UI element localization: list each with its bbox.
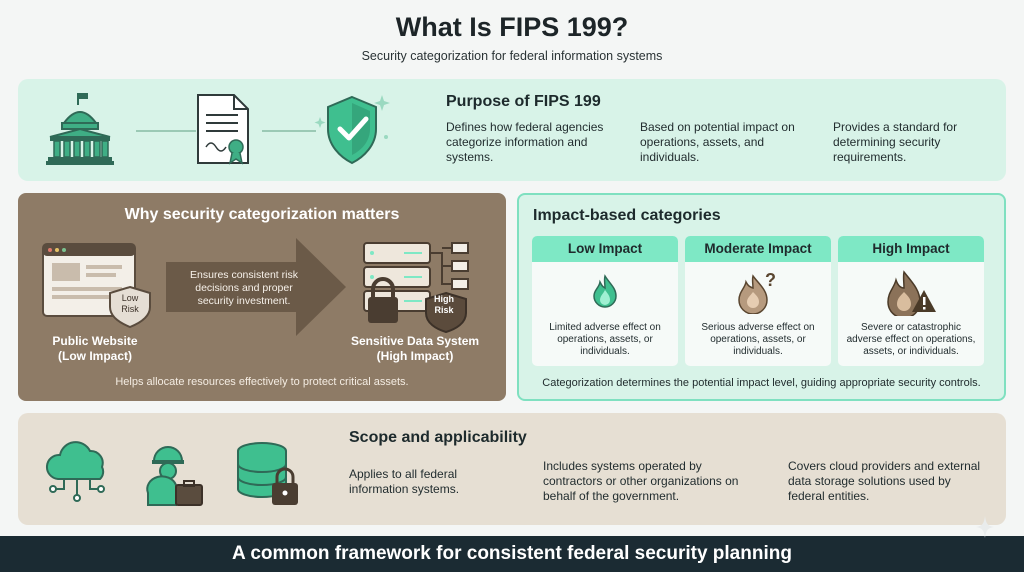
impact-card-desc: Serious adverse effect on operations, as… — [701, 322, 815, 357]
purpose-point-2: Based on potential impact on operations,… — [640, 120, 795, 164]
purpose-title: Purpose of FIPS 199 — [446, 93, 601, 110]
scope-panel: Scope and applicability Applies to all f… — [18, 413, 1006, 525]
connector-line — [136, 130, 196, 132]
purpose-point-3: Provides a standard for determining secu… — [833, 120, 958, 164]
server-lock-icon — [363, 242, 469, 333]
impact-card-desc: Limited adverse effect on operations, as… — [549, 322, 661, 357]
public-website-label: Public Website (Low Impact) — [30, 334, 160, 364]
flame-warning-icon — [838, 268, 984, 321]
shield-check-icon — [314, 95, 390, 165]
contractor-worker-icon — [146, 446, 203, 506]
impact-panel: Impact-based categories Low Impact Limit… — [517, 193, 1006, 401]
purpose-point-1: Defines how federal agencies categorize … — [446, 120, 604, 164]
impact-card-high: High Impact Severe or catastrophic adver… — [838, 236, 984, 366]
high-risk-badge-line1: High — [434, 294, 454, 304]
impact-card-label: Moderate Impact — [685, 236, 831, 262]
flame-question-icon: ? — [685, 270, 831, 319]
impact-card-low: Low Impact Limited adverse effect on ope… — [532, 236, 678, 366]
page-title: What Is FIPS 199? — [395, 12, 629, 42]
footer-banner: A common framework for consistent federa… — [0, 536, 1024, 572]
impact-card-desc: Severe or catastrophic adverse effect on… — [846, 322, 976, 357]
impact-title: Impact-based categories — [533, 207, 721, 224]
why-panel: Why security categorization matters Low … — [18, 193, 506, 401]
database-lock-icon — [237, 442, 298, 505]
high-risk-badge: High Risk — [424, 294, 464, 316]
page-subtitle: Security categorization for federal info… — [361, 49, 663, 63]
sparkle-icon — [976, 516, 994, 538]
capitol-building-icon — [46, 93, 114, 165]
svg-text:?: ? — [765, 270, 776, 290]
small-flame-icon — [532, 274, 678, 313]
arrow-text: Ensures consistent risk decisions and pr… — [190, 269, 298, 307]
footer-tagline: A common framework for consistent federa… — [232, 543, 792, 564]
low-risk-badge-line1: Low — [121, 293, 139, 303]
sensitive-system-label-line2: (High Impact) — [376, 349, 454, 363]
public-website-label-line2: (Low Impact) — [58, 349, 132, 363]
cloud-network-icon — [46, 441, 105, 502]
connector-line — [262, 130, 316, 132]
sensitive-system-label-line1: Sensitive Data System — [350, 334, 480, 348]
scope-point-1: Applies to all federal information syste… — [349, 467, 460, 496]
scope-title: Scope and applicability — [349, 429, 527, 446]
scope-point-3: Covers cloud providers and external data… — [788, 459, 981, 503]
arrow-right-icon — [166, 238, 346, 336]
certificate-document-icon — [197, 94, 249, 165]
website-browser-icon — [42, 243, 151, 329]
impact-card-moderate: Moderate Impact ? Serious adverse effect… — [685, 236, 831, 366]
scope-point-2: Includes systems operated by contractors… — [543, 459, 739, 503]
sensitive-system-label: Sensitive Data System (High Impact) — [336, 334, 494, 364]
impact-footer: Categorization determines the potential … — [542, 377, 981, 389]
impact-card-label: High Impact — [838, 236, 984, 262]
why-title: Why security categorization matters — [124, 206, 400, 223]
why-footer: Helps allocate resources effectively to … — [115, 376, 409, 388]
impact-card-label: Low Impact — [532, 236, 678, 262]
high-risk-badge-line2: Risk — [434, 305, 454, 315]
public-website-label-line1: Public Website — [52, 334, 138, 348]
low-risk-badge-line2: Risk — [121, 304, 139, 314]
low-risk-badge: Low Risk — [112, 293, 148, 315]
purpose-panel: Purpose of FIPS 199 Defines how federal … — [18, 79, 1006, 181]
